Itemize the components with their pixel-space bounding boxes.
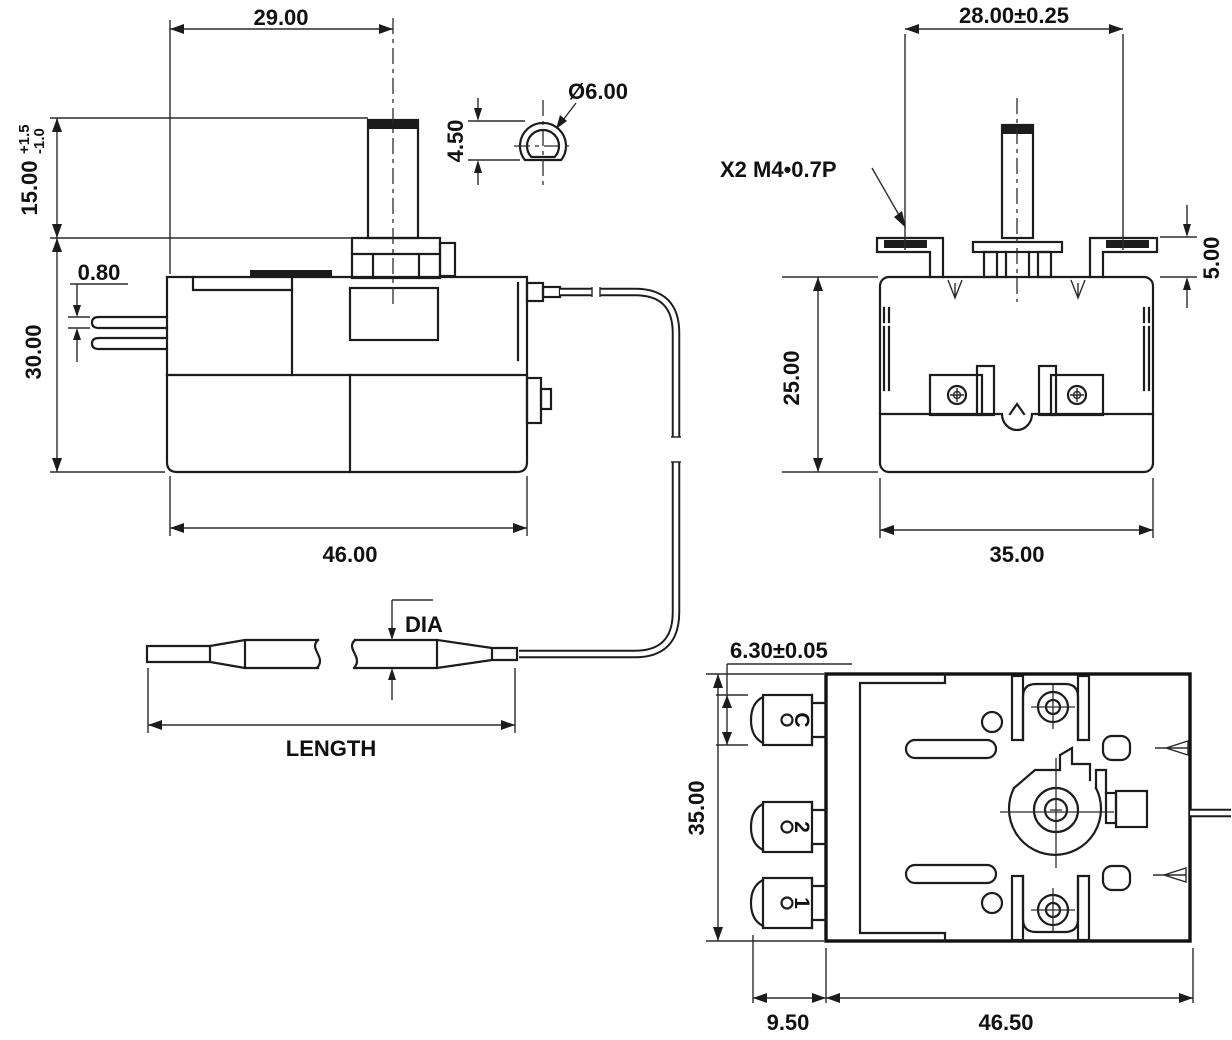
bottom-hole-bottom bbox=[980, 891, 1004, 915]
dim-30-00: 30.00 bbox=[21, 238, 165, 473]
front-terminal-left bbox=[928, 364, 996, 417]
front-view bbox=[875, 98, 1159, 474]
terminal-label-c: C bbox=[790, 712, 813, 727]
side-bushing bbox=[350, 236, 442, 280]
side-body-step bbox=[191, 275, 294, 292]
bottom-terminal-c: C bbox=[749, 693, 828, 747]
dim-4-50-text: 4.50 bbox=[443, 120, 468, 163]
section-inner-d bbox=[525, 128, 561, 159]
front-bushing bbox=[971, 240, 1064, 279]
dim-15-00-text: 15.00 bbox=[17, 160, 42, 215]
dim-length: LENGTH bbox=[147, 668, 516, 761]
bottom-terminal-1: 1 bbox=[749, 876, 828, 930]
bottom-boss-bottom bbox=[1010, 874, 1091, 942]
bulb-break-left bbox=[313, 638, 322, 670]
front-weld-mark-left bbox=[947, 279, 963, 300]
dim-25-00: 25.00 bbox=[779, 276, 878, 473]
front-bracket-right bbox=[1088, 236, 1159, 279]
bottom-terminal-2: 2 bbox=[749, 800, 828, 854]
bottom-boss-top bbox=[1010, 674, 1091, 742]
dim-0-80: 0.80 bbox=[68, 260, 128, 362]
dim-length-text: LENGTH bbox=[286, 736, 376, 761]
side-view bbox=[90, 18, 681, 659]
terminal-label-1: 1 bbox=[790, 897, 813, 909]
capillary-fitting-2 bbox=[541, 285, 562, 299]
dim-46-00: 46.00 bbox=[169, 476, 528, 567]
dim-4-50: 4.50 bbox=[443, 98, 525, 185]
dim-diameter-6-00: Ø6.00 bbox=[556, 79, 628, 129]
dim-15-00-tol-upper: +1.5 bbox=[16, 124, 33, 154]
callout-thread: X2 M4•0.7P bbox=[720, 157, 906, 228]
front-mid-seam bbox=[878, 402, 1155, 432]
dim-9-50: 9.50 bbox=[752, 935, 827, 1035]
shaft-section-view bbox=[514, 100, 572, 190]
side-shaft-cap bbox=[368, 120, 418, 129]
dim-28-00-text: 28.00±0.25 bbox=[959, 3, 1069, 28]
front-terminal-right bbox=[1037, 364, 1105, 417]
dim-15-00: 15.00 +1.5 -1.0 bbox=[16, 117, 368, 239]
front-body-outline bbox=[878, 275, 1155, 474]
dim-46-50: 46.50 bbox=[826, 948, 1194, 1035]
bottom-square-hole-top bbox=[1101, 734, 1132, 762]
dim-dia-text: DIA bbox=[405, 612, 443, 637]
side-top-strip bbox=[250, 270, 332, 278]
capillary-fitting bbox=[525, 281, 545, 303]
bottom-rivet-arrow-top bbox=[1155, 740, 1189, 756]
dim-28-00: 28.00±0.25 bbox=[904, 3, 1124, 250]
dim-30-00-text: 30.00 bbox=[21, 324, 46, 379]
front-right-slot bbox=[1142, 306, 1151, 392]
dim-0-80-text: 0.80 bbox=[78, 260, 121, 285]
bottom-slot-top bbox=[904, 738, 998, 760]
bulb-right-half bbox=[353, 638, 519, 670]
dim-15-00-tol-lower: -1.0 bbox=[31, 128, 48, 154]
bottom-cam-mechanism bbox=[1000, 746, 1149, 868]
bulb-detail bbox=[145, 638, 519, 670]
bulb-break-right bbox=[350, 638, 359, 670]
front-left-slot bbox=[882, 306, 891, 392]
side-right-nub bbox=[539, 387, 553, 411]
front-weld-mark-right bbox=[1070, 279, 1086, 300]
dim-5-00: 5.00 bbox=[1160, 205, 1224, 308]
side-terminal-lower bbox=[90, 336, 169, 351]
side-terminal-upper bbox=[90, 315, 169, 330]
capillary-tube bbox=[519, 287, 681, 659]
dim-6-30-text: 6.30±0.05 bbox=[730, 638, 828, 663]
front-bracket-left bbox=[875, 236, 945, 279]
bottom-cover-seam bbox=[858, 672, 947, 943]
dim-6-30: 6.30±0.05 bbox=[716, 638, 852, 746]
dim-dia: DIA bbox=[388, 599, 443, 700]
dim-9-50-text: 9.50 bbox=[767, 1010, 810, 1035]
bottom-slot-bottom bbox=[904, 863, 998, 885]
dim-46-00-text: 46.00 bbox=[322, 542, 377, 567]
dim-35-00-front: 35.00 bbox=[879, 478, 1154, 567]
dim-35-00-front-text: 35.00 bbox=[989, 542, 1044, 567]
dim-35-00-bottom: 35.00 bbox=[684, 673, 824, 942]
bottom-body-outline bbox=[824, 672, 1192, 943]
side-bushing-tab bbox=[438, 241, 457, 278]
dim-46-50-text: 46.50 bbox=[978, 1010, 1033, 1035]
bottom-view: C 2 1 bbox=[749, 672, 1231, 943]
bulb-left-half bbox=[145, 638, 320, 670]
terminal-label-2: 2 bbox=[790, 821, 813, 833]
bottom-square-hole-bottom bbox=[1101, 864, 1132, 892]
dim-29-00-text: 29.00 bbox=[253, 5, 308, 30]
side-mechanism-box bbox=[348, 286, 440, 342]
dim-35-00-bottom-text: 35.00 bbox=[684, 780, 709, 835]
dim-diameter-6-00-text: Ø6.00 bbox=[568, 79, 628, 104]
side-body-outline bbox=[165, 275, 529, 474]
dim-5-00-text: 5.00 bbox=[1199, 237, 1224, 280]
callout-thread-text: X2 M4•0.7P bbox=[720, 157, 837, 182]
dim-29-00: 29.00 bbox=[169, 5, 393, 274]
bottom-hole-top bbox=[980, 710, 1004, 734]
bottom-rivet-arrow-bottom bbox=[1153, 867, 1187, 883]
dim-25-00-text: 25.00 bbox=[779, 350, 804, 405]
side-right-tab bbox=[525, 376, 543, 425]
